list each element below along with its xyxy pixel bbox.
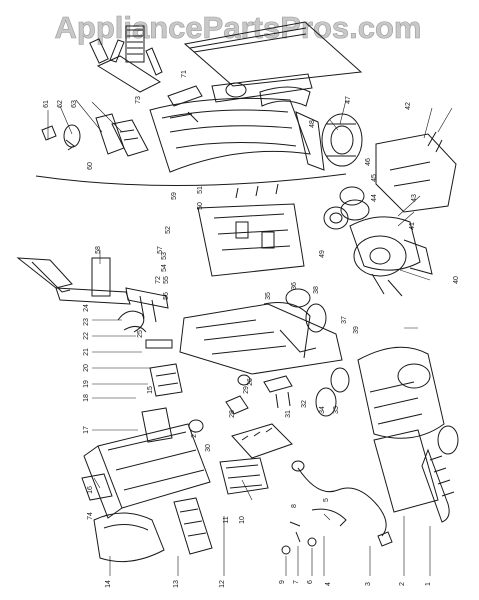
part-callout-61: 61: [43, 100, 50, 108]
part-callout-25: 25: [137, 330, 144, 338]
part-callout-21: 21: [83, 348, 90, 356]
part-callout-50: 50: [197, 202, 204, 210]
part-callout-38: 38: [313, 286, 320, 294]
part-callout-32: 32: [301, 400, 308, 408]
part-callout-57: 57: [157, 246, 164, 254]
part-callout-74: 74: [87, 512, 94, 520]
leader-59: [35, 173, 347, 186]
part-callout-55: 55: [163, 276, 170, 284]
part-motor-cover: [375, 131, 457, 213]
part-callout-63: 63: [71, 100, 78, 108]
part-power-cord: [281, 460, 393, 555]
part-callout-19: 19: [83, 380, 90, 388]
part-callout-62: 62: [57, 100, 64, 108]
part-callout-7: 7: [293, 580, 300, 584]
part-callout-17: 17: [83, 426, 90, 434]
part-callout-45: 45: [371, 174, 378, 182]
part-callout-13: 13: [173, 580, 180, 588]
part-callout-54: 54: [161, 264, 168, 272]
part-callout-16: 16: [87, 486, 94, 494]
part-bag-housing: [149, 97, 325, 173]
part-callout-6: 6: [307, 580, 314, 584]
part-center-hardware: [188, 374, 337, 459]
part-callout-47: 47: [345, 96, 352, 104]
part-callout-2: 2: [399, 582, 406, 586]
part-callout-23: 23: [83, 318, 90, 326]
part-71: [167, 85, 203, 107]
part-callout-30: 30: [205, 444, 212, 452]
part-callout-9: 9: [279, 580, 286, 584]
part-small-hardware-left: [41, 113, 149, 157]
part-callout-31: 31: [285, 410, 292, 418]
part-callout-49: 49: [319, 250, 326, 258]
part-main-body: [179, 288, 350, 393]
part-callout-48: 48: [309, 120, 316, 128]
part-callout-22: 22: [83, 332, 90, 340]
watermark-text: AppliancePartsPros.com: [55, 10, 422, 45]
part-callout-11: 11: [223, 516, 230, 523]
part-callout-27: 27: [191, 430, 198, 438]
part-callout-5: 5: [323, 498, 330, 502]
part-callout-72: 72: [155, 276, 162, 284]
part-callout-52: 52: [165, 226, 172, 234]
part-callout-53: 53: [161, 252, 168, 260]
part-callout-28: 28: [229, 410, 236, 418]
part-callout-20: 20: [83, 364, 90, 372]
parts-illustration: [16, 21, 459, 576]
part-nozzle-base: [357, 346, 459, 523]
part-callout-39: 39: [353, 326, 360, 334]
part-callout-3: 3: [365, 582, 372, 586]
part-callout-58: 58: [95, 246, 102, 254]
part-handle-assembly: [16, 257, 169, 323]
part-dust-cover: [81, 423, 211, 519]
part-callout-46: 46: [365, 158, 372, 166]
leader-lines: [47, 99, 453, 576]
part-callout-40: 40: [453, 276, 460, 284]
part-callout-12: 12: [219, 580, 226, 588]
part-tool-pieces: [89, 25, 163, 93]
part-callout-10: 10: [239, 516, 246, 524]
part-callout-51: 51: [197, 186, 204, 194]
part-callout-42: 42: [405, 102, 412, 110]
part-callout-24: 24: [83, 304, 90, 312]
part-callout-33: 33: [333, 406, 340, 414]
part-callout-14: 14: [105, 580, 112, 588]
part-callout-41: 41: [409, 222, 416, 230]
part-callout-36: 36: [291, 282, 298, 290]
part-callout-56: 56: [163, 292, 170, 300]
part-callout-44: 44: [371, 194, 378, 202]
part-callout-34: 34: [319, 406, 326, 414]
part-callout-59: 59: [171, 192, 178, 200]
part-callout-71: 71: [181, 70, 188, 78]
part-wand-parts: [117, 310, 183, 443]
part-bag-cover: [183, 21, 363, 107]
part-callout-18: 18: [83, 394, 90, 402]
part-callout-15: 15: [147, 386, 154, 394]
part-callout-29: 29: [243, 386, 250, 394]
part-filter: [219, 457, 269, 495]
part-bottom-left: [93, 497, 213, 563]
part-callout-35: 35: [265, 292, 272, 300]
part-callout-26: 26: [247, 378, 254, 386]
part-motor-assembly: [321, 113, 433, 297]
part-chassis-frame: [197, 183, 305, 277]
part-callout-4: 4: [325, 582, 332, 586]
part-callout-43: 43: [411, 194, 418, 202]
part-callout-60: 60: [87, 162, 94, 170]
part-callout-73: 73: [135, 96, 142, 104]
part-callout-1: 1: [425, 582, 432, 586]
part-callout-8: 8: [291, 504, 298, 508]
part-callout-37: 37: [341, 316, 348, 324]
part-number-callouts: 1234567891011121314151617181920212223242…: [43, 70, 460, 588]
